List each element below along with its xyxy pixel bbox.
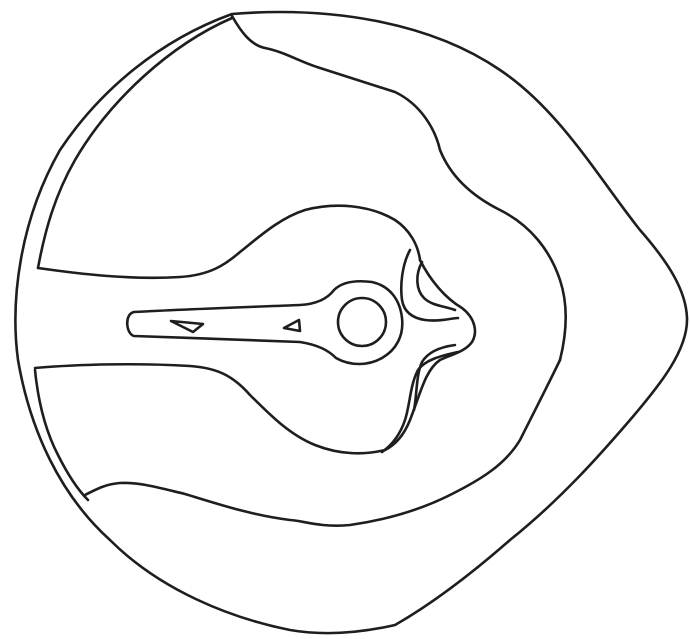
upper-stalk-band <box>38 206 420 278</box>
inner-wall-upper-outer <box>401 250 458 321</box>
stalk-tube <box>127 281 402 364</box>
terminal-circle <box>338 298 386 346</box>
right-triangle-mark <box>284 320 300 331</box>
left-triangle-mark <box>171 321 203 332</box>
lower-zone-boundary <box>85 360 560 526</box>
left-rim-line <box>38 18 232 268</box>
lower-stalk-band <box>35 364 385 453</box>
